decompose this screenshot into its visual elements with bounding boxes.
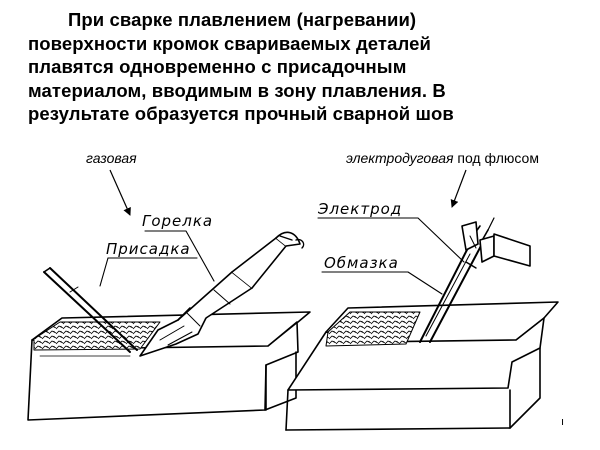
heading-line: материалом, вводимым в зону плавления. В (28, 79, 446, 101)
arc-workpiece (285, 301, 559, 431)
caption-arc-welding: электродуговая под флюсом (346, 150, 539, 166)
electrode-holder (461, 221, 531, 267)
electrode-leader (317, 217, 465, 263)
caption-flux-text: под флюсом (453, 150, 539, 166)
label-torch: Горелка (142, 212, 213, 230)
label-filler: Присадка (106, 240, 191, 258)
gas-welding-illustration (27, 230, 311, 421)
arc-caption-arrow (450, 169, 467, 208)
label-coating: Обмазка (324, 254, 399, 272)
caption-arc-text: электродуговая (346, 150, 454, 166)
filler-rod (43, 267, 138, 353)
caption-gas-text: газовая (86, 150, 137, 166)
coating-leader (321, 271, 443, 295)
caption-gas-welding: газовая (86, 150, 137, 166)
label-electrode: Электрод (317, 200, 402, 218)
caption-arrows (109, 169, 467, 216)
heading-line: поверхности кромок свариваемых деталей (28, 32, 431, 54)
heading-line: При сварке плавлением (нагревании) (68, 9, 417, 30)
arc-welding-illustration (285, 217, 559, 431)
gas-caption-arrow (109, 169, 131, 216)
page-mark: ı (561, 415, 565, 428)
gas-torch (139, 231, 305, 357)
heading-line: результате образуется прочный сварной шо… (28, 103, 454, 124)
filler-leader (99, 257, 109, 287)
heading-line: плавятся одновременно с присадочным (28, 56, 407, 77)
torch-leader (144, 230, 215, 282)
electrode (419, 217, 495, 343)
slide-heading: При сварке плавлением (нагревании) повер… (28, 8, 588, 126)
